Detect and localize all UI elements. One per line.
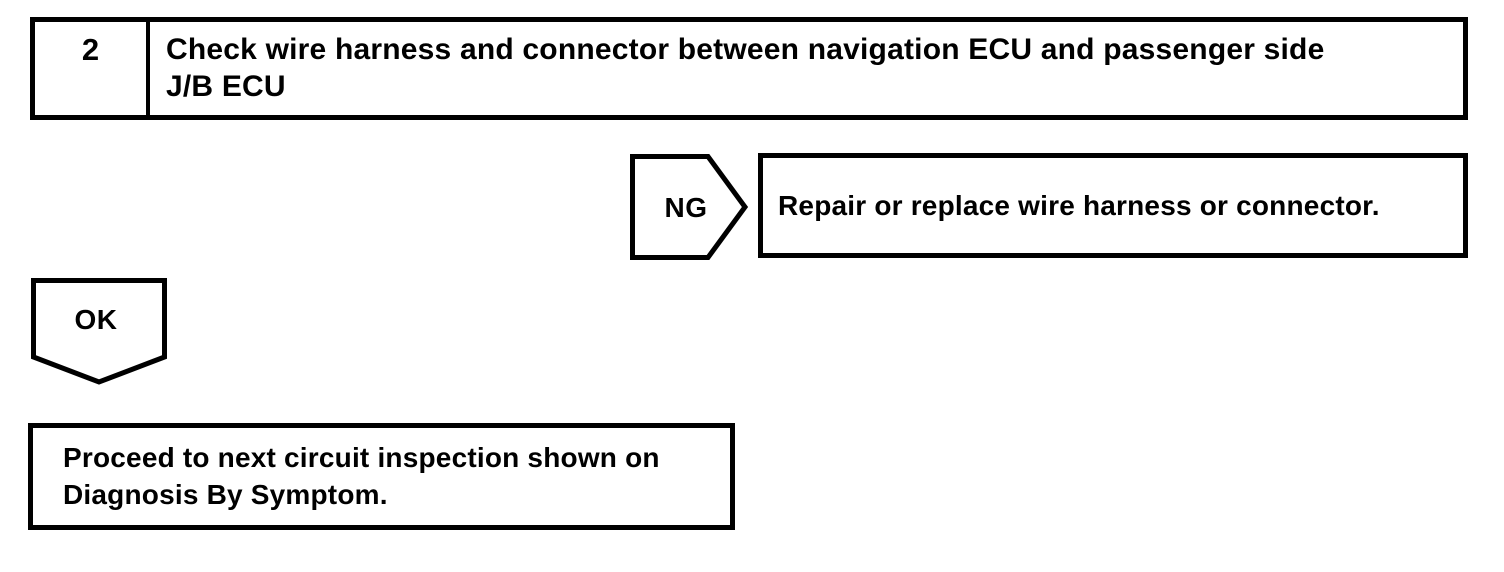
ok-arrow-shape [31,278,167,385]
step-title-line-1: Check wire harness and connector between… [166,33,1325,66]
ng-action-text: Repair or replace wire harness or connec… [778,189,1380,221]
ng-action-box: Repair or replace wire harness or connec… [758,153,1468,258]
step-title-line-2: J/B ECU [166,70,286,103]
ok-action-line-2: Diagnosis By Symptom. [63,479,388,510]
step-header-box: 2 Check wire harness and connector betwe… [30,17,1468,120]
ng-label: NG [665,192,708,223]
ok-connector-arrow: OK [31,278,167,385]
step-number: 2 [81,32,100,67]
ok-label: OK [75,304,118,335]
ok-action-box: Proceed to next circuit inspection shown… [28,423,735,530]
ng-connector-arrow: NG [630,154,749,260]
ng-arrow-shape [630,154,749,260]
step-number-cell: 2 [35,22,150,115]
step-title-cell: Check wire harness and connector between… [150,22,1463,115]
ok-action-line-1: Proceed to next circuit inspection shown… [63,442,660,473]
